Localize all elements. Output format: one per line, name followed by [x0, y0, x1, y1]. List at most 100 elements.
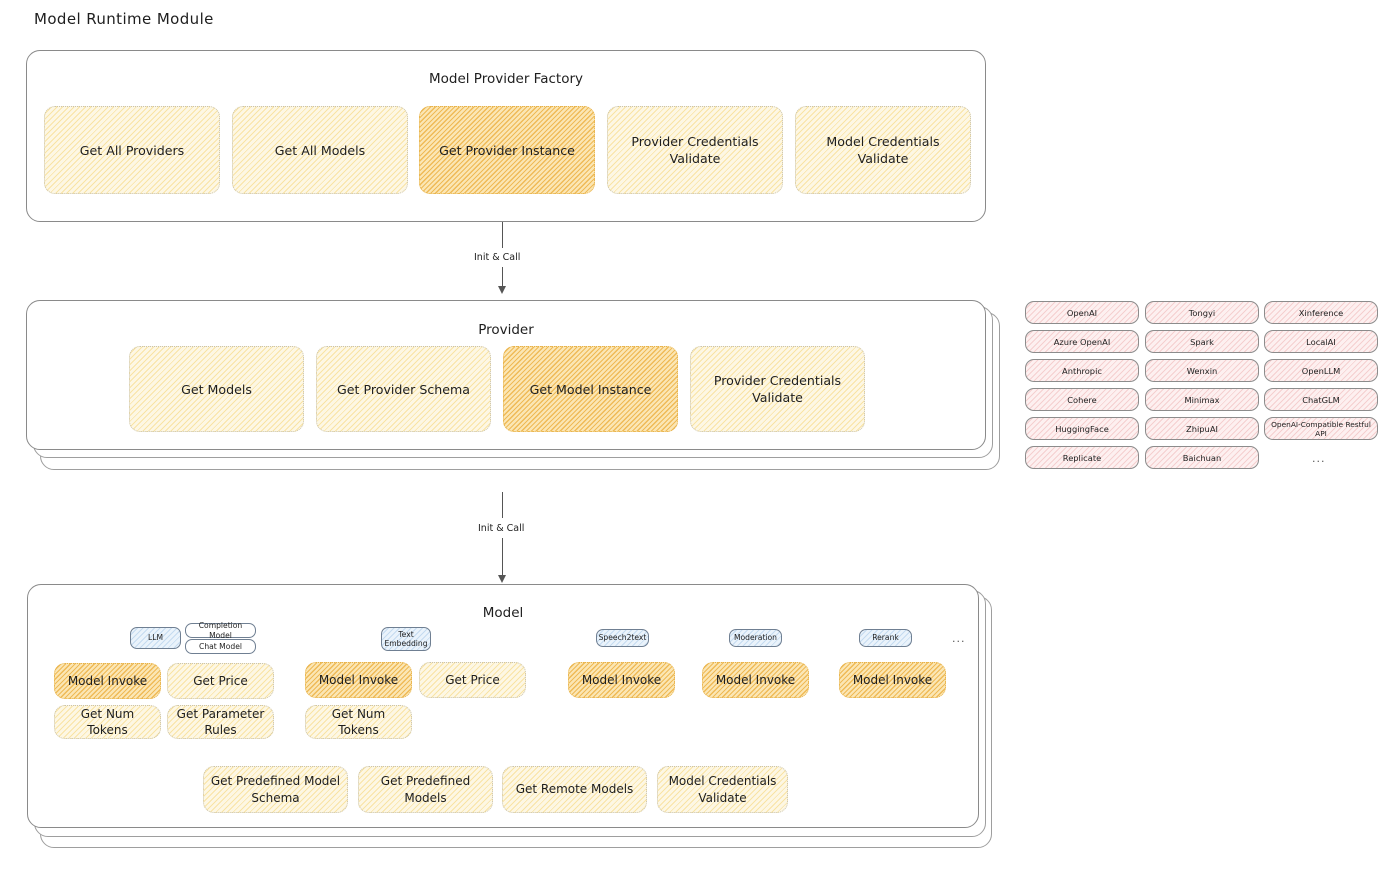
provider-pill-spark[interactable]: Spark	[1145, 330, 1259, 353]
node-label: Get Predefined Model Schema	[210, 774, 341, 805]
node-label: Model Credentials Validate	[826, 134, 940, 166]
node-label: Get Provider Instance	[439, 142, 575, 158]
model-type-badge-text-embedding[interactable]: Text Embedding	[381, 627, 431, 651]
provider-pill-anthropic[interactable]: Anthropic	[1025, 359, 1139, 382]
llm-node-get-parameter-rules[interactable]: Get Parameter Rules	[167, 705, 274, 739]
rerank-node-model-invoke[interactable]: Model Invoke	[839, 662, 946, 698]
pill-label: LocalAI	[1306, 336, 1336, 347]
node-label: Get Price	[193, 673, 248, 688]
llm-node-get-num-tokens[interactable]: Get Num Tokens	[54, 705, 161, 739]
pill-label: Azure OpenAI	[1053, 336, 1111, 347]
badge-label: Moderation	[733, 633, 777, 643]
node-label: Get Provider Schema	[337, 381, 470, 397]
factory-node-get-provider-instance[interactable]: Get Provider Instance	[419, 106, 595, 194]
node-label: Provider Credentials Validate	[631, 134, 759, 166]
arrow-factory-to-provider-upper	[502, 222, 504, 248]
pill-label: ZhipuAI	[1186, 423, 1218, 434]
pill-label: Wenxin	[1186, 365, 1218, 376]
model-sub-badge-completion-model[interactable]: Completion Model	[185, 621, 256, 640]
badge-label: Completion Model	[198, 621, 243, 640]
provider-pill-minimax[interactable]: Minimax	[1145, 388, 1259, 411]
provider-list-more-ellipsis: ...	[1312, 452, 1326, 465]
provider-node-provider-credentials-validate[interactable]: Provider Credentials Validate	[690, 346, 865, 432]
model-sub-badge-chat-model[interactable]: Chat Model	[185, 639, 256, 654]
badge-label: LLM	[147, 633, 163, 643]
pill-label: ChatGLM	[1302, 394, 1340, 405]
node-label: Get Num Tokens	[80, 706, 135, 737]
badge-label: Speech2text	[598, 633, 647, 643]
node-label: Model Invoke	[67, 673, 148, 688]
provider-pill-chatglm[interactable]: ChatGLM	[1264, 388, 1378, 411]
pill-label: Replicate	[1062, 452, 1102, 463]
factory-node-get-all-models[interactable]: Get All Models	[232, 106, 408, 194]
node-label: Model Invoke	[852, 672, 933, 687]
node-label: Get Model Instance	[529, 381, 652, 397]
provider-pill-baichuan[interactable]: Baichuan	[1145, 446, 1259, 469]
model-provider-factory-title: Model Provider Factory	[428, 71, 583, 87]
pill-label: OpenAI	[1066, 307, 1098, 318]
node-label: Get Num Tokens	[331, 706, 386, 737]
provider-pill-localai[interactable]: LocalAI	[1264, 330, 1378, 353]
pill-label: Tongyi	[1188, 307, 1216, 318]
node-label: Get Models	[181, 381, 252, 397]
model-common-node-get-predefined-models[interactable]: Get Predefined Models	[358, 766, 493, 813]
arrow-head-factory-to-provider	[498, 286, 506, 294]
pill-label: Baichuan	[1182, 452, 1222, 463]
provider-pill-huggingface[interactable]: HuggingFace	[1025, 417, 1139, 440]
provider-pill-wenxin[interactable]: Wenxin	[1145, 359, 1259, 382]
text-embedding-node-get-price[interactable]: Get Price	[419, 662, 526, 698]
arrow-provider-to-model-upper	[502, 492, 504, 518]
model-common-node-model-credentials-validate[interactable]: Model Credentials Validate	[657, 766, 788, 813]
text-embedding-node-get-num-tokens[interactable]: Get Num Tokens	[305, 705, 412, 739]
provider-node-get-provider-schema[interactable]: Get Provider Schema	[316, 346, 491, 432]
model-type-badge-rerank[interactable]: Rerank	[859, 629, 912, 647]
node-label: Model Invoke	[318, 672, 399, 687]
arrow-provider-to-model-lower	[502, 538, 504, 576]
node-label: Get All Providers	[79, 142, 185, 158]
provider-node-get-model-instance[interactable]: Get Model Instance	[503, 346, 678, 432]
provider-pill-openllm[interactable]: OpenLLM	[1264, 359, 1378, 382]
model-title: Model	[482, 605, 524, 621]
llm-node-model-invoke[interactable]: Model Invoke	[54, 663, 161, 699]
model-type-badge-speech2text[interactable]: Speech2text	[596, 629, 649, 647]
arrow-factory-to-provider-lower	[502, 267, 504, 287]
node-label: Get All Models	[274, 142, 366, 158]
arrow-label-init-and-call-1: Init & Call	[474, 252, 521, 263]
llm-node-get-price[interactable]: Get Price	[167, 663, 274, 699]
node-label: Get Predefined Models	[380, 774, 471, 805]
provider-pill-cohere[interactable]: Cohere	[1025, 388, 1139, 411]
speech2text-node-model-invoke[interactable]: Model Invoke	[568, 662, 675, 698]
node-label: Get Price	[445, 672, 500, 687]
provider-pill-replicate[interactable]: Replicate	[1025, 446, 1139, 469]
provider-title: Provider	[478, 322, 534, 338]
provider-pill-openai[interactable]: OpenAI	[1025, 301, 1139, 324]
model-common-node-get-remote-models[interactable]: Get Remote Models	[502, 766, 647, 813]
provider-pill-tongyi[interactable]: Tongyi	[1145, 301, 1259, 324]
page-title: Model Runtime Module	[34, 10, 214, 28]
provider-pill-azure-openai[interactable]: Azure OpenAI	[1025, 330, 1139, 353]
provider-node-get-models[interactable]: Get Models	[129, 346, 304, 432]
text-embedding-node-model-invoke[interactable]: Model Invoke	[305, 662, 412, 698]
pill-label: Anthropic	[1062, 365, 1102, 376]
provider-pill-openai-compatible-restful-api[interactable]: OpenAI-Compatible Restful API	[1264, 417, 1378, 440]
moderation-node-model-invoke[interactable]: Model Invoke	[702, 662, 809, 698]
node-label: Provider Credentials Validate	[713, 373, 842, 405]
node-label: Model Invoke	[581, 672, 662, 687]
model-types-more-ellipsis: ...	[952, 632, 966, 645]
model-common-node-get-predefined-model-schema[interactable]: Get Predefined Model Schema	[203, 766, 348, 813]
model-type-badge-llm[interactable]: LLM	[130, 627, 181, 649]
pill-label: Cohere	[1067, 394, 1097, 405]
badge-label: Rerank	[872, 633, 899, 643]
arrow-head-provider-to-model	[498, 575, 506, 583]
node-label: Get Parameter Rules	[176, 706, 265, 737]
provider-pill-zhipuai[interactable]: ZhipuAI	[1145, 417, 1259, 440]
provider-pill-xinference[interactable]: Xinference	[1264, 301, 1378, 324]
factory-node-get-all-providers[interactable]: Get All Providers	[44, 106, 220, 194]
factory-node-provider-credentials-validate[interactable]: Provider Credentials Validate	[607, 106, 783, 194]
pill-label: OpenLLM	[1301, 365, 1341, 376]
pill-label: Xinference	[1298, 307, 1344, 318]
node-label: Get Remote Models	[515, 782, 634, 797]
model-type-badge-moderation[interactable]: Moderation	[729, 629, 782, 647]
factory-node-model-credentials-validate[interactable]: Model Credentials Validate	[795, 106, 971, 194]
pill-label: Minimax	[1184, 394, 1220, 405]
